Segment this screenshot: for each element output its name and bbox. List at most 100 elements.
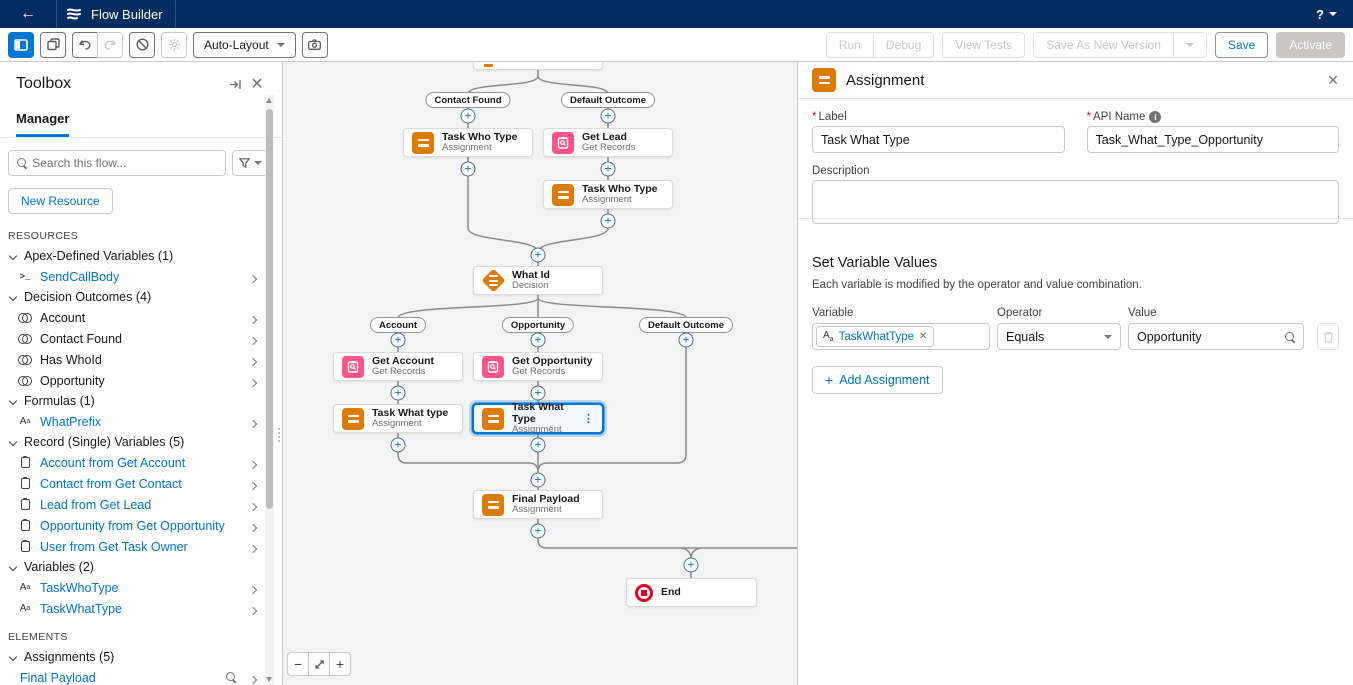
- save-as-new-version-button[interactable]: Save As New Version: [1033, 32, 1174, 58]
- undo-button[interactable]: [72, 31, 98, 58]
- chevron-right-icon[interactable]: [248, 672, 258, 685]
- recordvar-account[interactable]: Account from Get Account: [0, 452, 282, 473]
- back-button[interactable]: ←: [20, 5, 36, 22]
- label-input[interactable]: [812, 126, 1065, 153]
- zoom-in-button[interactable]: +: [329, 652, 351, 676]
- chevron-right-icon[interactable]: [248, 478, 258, 492]
- add-element-button[interactable]: +: [390, 437, 406, 453]
- help-menu[interactable]: ?: [1316, 0, 1337, 28]
- resource-sendcallbody[interactable]: >_SendCallBody: [0, 266, 282, 287]
- activate-button[interactable]: Activate: [1276, 32, 1345, 58]
- group-record-variables[interactable]: Record (Single) Variables (5): [0, 432, 282, 452]
- chevron-right-icon[interactable]: [248, 582, 258, 596]
- close-panel-icon[interactable]: ✕: [1327, 71, 1339, 88]
- panel-resize-grip[interactable]: [277, 428, 281, 450]
- pin-panel-icon[interactable]: [224, 74, 246, 94]
- variable-combobox[interactable]: Aa TaskWhatType ✕: [812, 323, 990, 351]
- zoom-out-button[interactable]: −: [287, 652, 309, 676]
- disable-elements-button[interactable]: [129, 31, 155, 58]
- outcome-account[interactable]: Account: [0, 307, 282, 328]
- scroll-up-arrow[interactable]: [266, 98, 272, 103]
- add-element-button[interactable]: +: [460, 161, 476, 177]
- add-element-button[interactable]: +: [678, 332, 694, 348]
- add-element-button[interactable]: +: [600, 213, 616, 229]
- recordvar-user[interactable]: User from Get Task Owner: [0, 536, 282, 557]
- chevron-right-icon[interactable]: [248, 271, 258, 285]
- variable-pill[interactable]: Aa TaskWhatType ✕: [816, 326, 935, 348]
- add-element-button[interactable]: +: [600, 108, 616, 124]
- value-combobox[interactable]: Opportunity: [1128, 323, 1304, 351]
- layout-mode-dropdown[interactable]: Auto-Layout: [193, 31, 296, 58]
- add-element-button[interactable]: +: [600, 161, 616, 177]
- toggle-toolbox-button[interactable]: [8, 31, 34, 58]
- group-apex-defined-variables[interactable]: Apex-Defined Variables (1): [0, 246, 282, 266]
- debug-button[interactable]: Debug: [872, 32, 935, 58]
- group-formulas[interactable]: Formulas (1): [0, 391, 282, 411]
- find-in-canvas-icon[interactable]: [226, 671, 236, 685]
- delete-assignment-button[interactable]: [1317, 323, 1339, 351]
- filter-button[interactable]: [232, 150, 268, 176]
- add-element-button[interactable]: +: [390, 332, 406, 348]
- api-name-input[interactable]: [1086, 126, 1339, 154]
- chevron-right-icon[interactable]: [248, 520, 258, 534]
- recordvar-lead[interactable]: Lead from Get Lead: [0, 494, 282, 515]
- chevron-right-icon[interactable]: [248, 416, 258, 430]
- add-element-button[interactable]: +: [530, 385, 546, 401]
- group-variables[interactable]: Variables (2): [0, 557, 282, 577]
- add-element-button[interactable]: +: [530, 472, 546, 488]
- chevron-right-icon[interactable]: [248, 603, 258, 617]
- tab-manager[interactable]: Manager: [16, 111, 70, 137]
- view-tests-button[interactable]: View Tests: [942, 32, 1026, 58]
- recordvar-contact[interactable]: Contact from Get Contact: [0, 473, 282, 494]
- save-as-dropdown-button[interactable]: [1172, 32, 1207, 58]
- group-decision-outcomes[interactable]: Decision Outcomes (4): [0, 287, 282, 307]
- add-element-button[interactable]: +: [530, 247, 546, 263]
- add-assignment-button[interactable]: + Add Assignment: [812, 366, 943, 395]
- flow-canvas[interactable]: Contact Found Default Outcome Account Op…: [283, 62, 797, 685]
- new-resource-button[interactable]: New Resource: [8, 188, 113, 214]
- capture-button[interactable]: [301, 31, 328, 58]
- chevron-right-icon[interactable]: [248, 333, 258, 347]
- chevron-right-icon[interactable]: [248, 499, 258, 513]
- close-toolbox-icon[interactable]: ✕: [250, 76, 264, 93]
- chevron-right-icon[interactable]: [248, 354, 258, 368]
- outcome-has-whoid[interactable]: Has WhoId: [0, 349, 282, 370]
- info-icon[interactable]: i: [1149, 111, 1162, 123]
- chevron-right-icon[interactable]: [248, 457, 258, 471]
- node-menu-icon[interactable]: ⋮: [583, 413, 594, 425]
- add-element-button[interactable]: +: [683, 557, 699, 573]
- element-final-payload[interactable]: Final Payload: [0, 667, 282, 685]
- zoom-fit-button[interactable]: [308, 652, 330, 676]
- add-element-button[interactable]: +: [530, 437, 546, 453]
- add-element-button[interactable]: +: [460, 108, 476, 124]
- chevron-right-icon[interactable]: [248, 541, 258, 555]
- outcome-opportunity[interactable]: Opportunity: [0, 370, 282, 391]
- search-input[interactable]: [32, 156, 217, 170]
- chevron-right-icon[interactable]: [248, 312, 258, 326]
- add-element-button[interactable]: +: [530, 523, 546, 539]
- redo-button[interactable]: [97, 31, 123, 58]
- recordvar-opportunity[interactable]: Opportunity from Get Opportunity: [0, 515, 282, 536]
- copy-paste-button[interactable]: [40, 31, 66, 58]
- settings-button[interactable]: [161, 31, 187, 58]
- node-end[interactable]: End: [626, 578, 757, 607]
- chevron-right-icon[interactable]: [248, 375, 258, 389]
- remove-variable-icon[interactable]: ✕: [919, 331, 928, 343]
- flow-node-cutoff[interactable]: [473, 62, 603, 70]
- search-flow-field[interactable]: [8, 150, 226, 176]
- operator-select[interactable]: Equals: [997, 323, 1121, 351]
- run-button[interactable]: Run: [825, 32, 874, 58]
- scroll-down-arrow[interactable]: [266, 677, 272, 682]
- add-element-button[interactable]: +: [390, 385, 406, 401]
